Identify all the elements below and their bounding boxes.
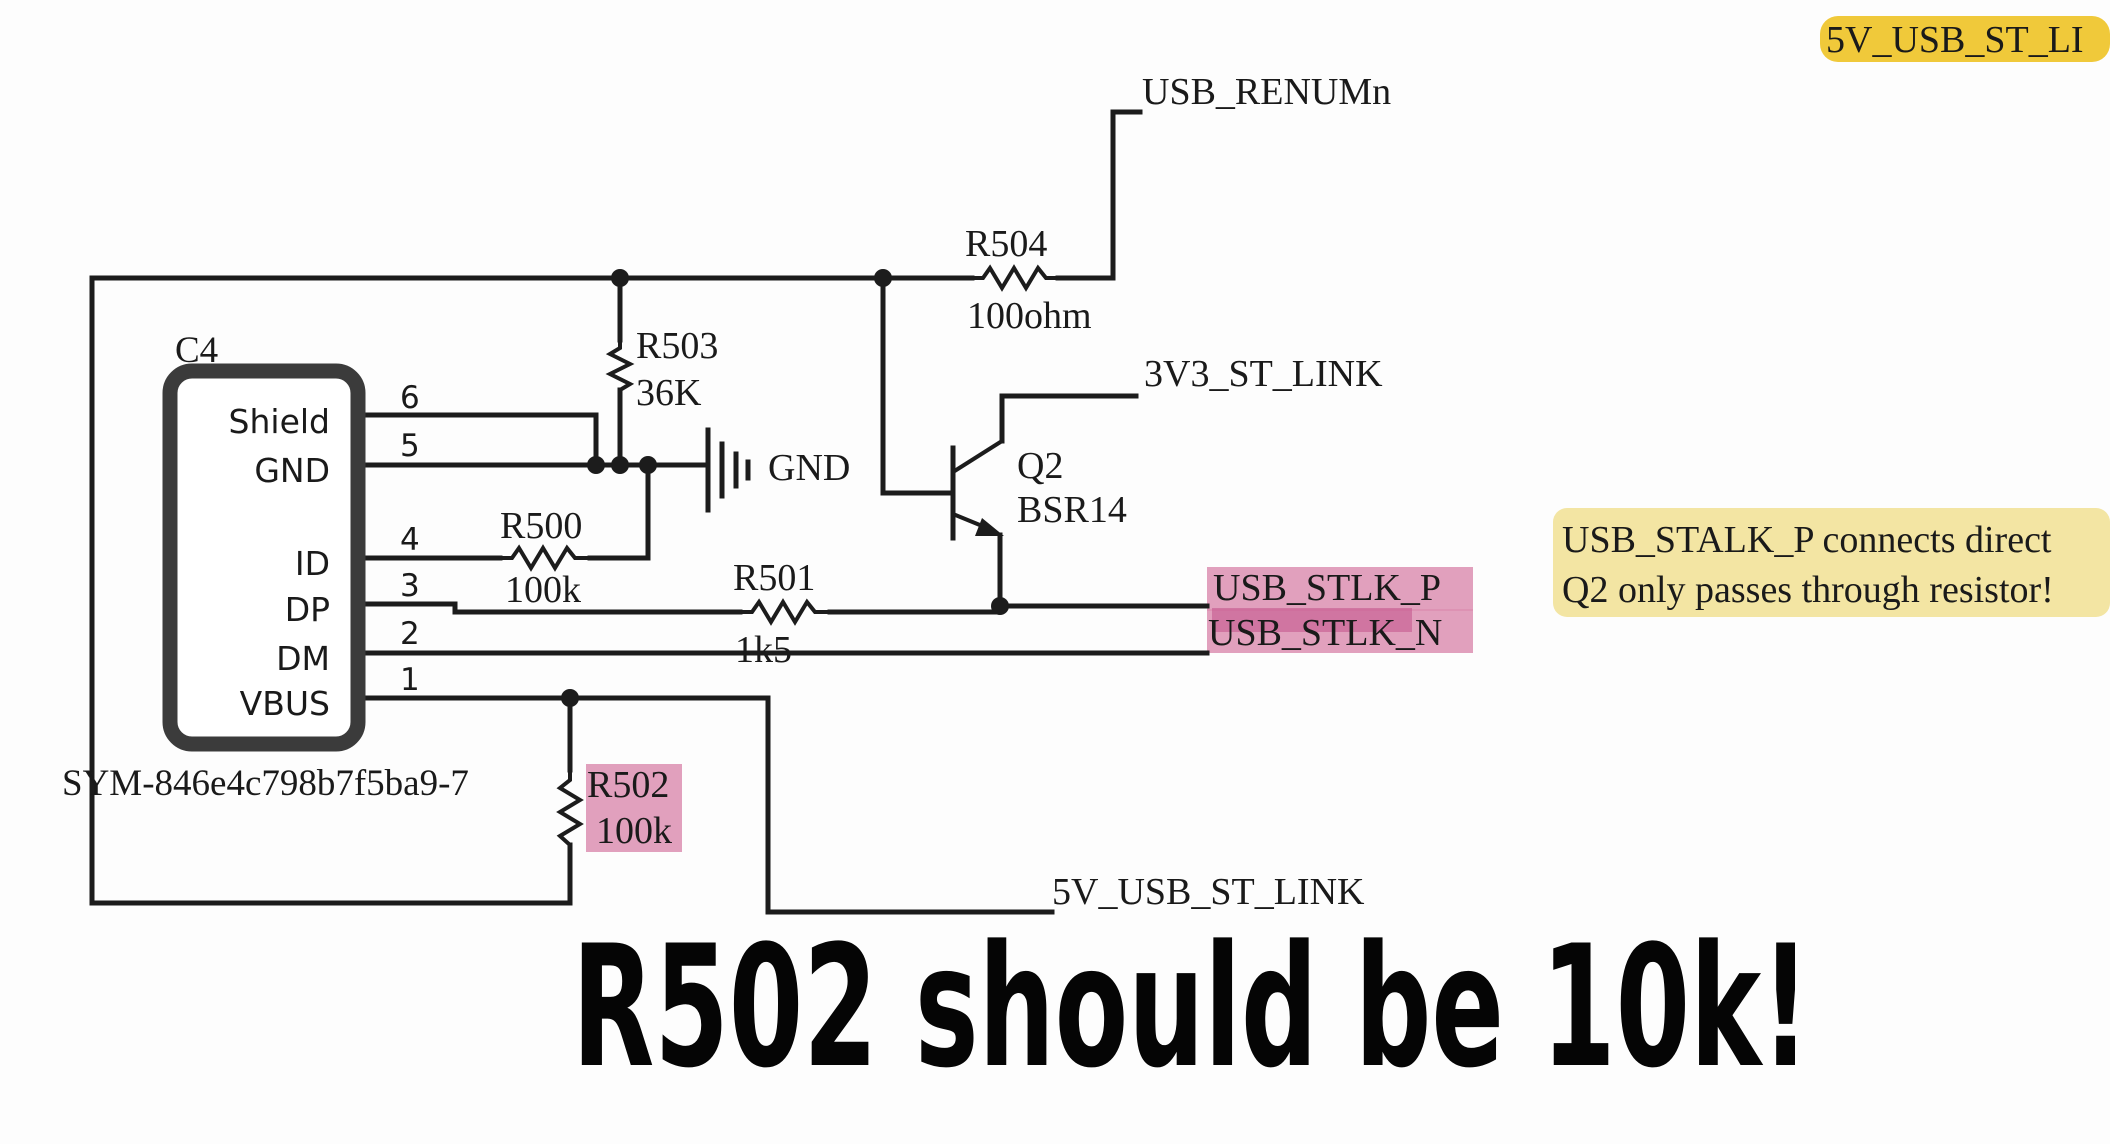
r504-value: 100ohm xyxy=(967,295,1092,337)
headline-callout: R502 should be 10k! xyxy=(572,909,1810,1105)
r500-value: 100k xyxy=(505,569,581,611)
highlight-5v-top xyxy=(1820,16,2110,62)
q2-ref: Q2 xyxy=(1017,445,1063,487)
r503-ref: R503 xyxy=(636,325,718,367)
resistor-r500-symbol xyxy=(500,544,590,572)
pin-label-dp: DP xyxy=(285,590,330,629)
highlight-r502 xyxy=(586,764,682,852)
pin-number-6: 6 xyxy=(400,380,420,416)
r500-ref: R500 xyxy=(500,505,582,547)
resistor-r503-symbol xyxy=(605,340,635,392)
transistor-q2-symbol xyxy=(950,439,1004,541)
highlight-usb-stlk-p xyxy=(1207,567,1473,611)
net-gnd: GND xyxy=(768,447,850,489)
pin-label-gnd: GND xyxy=(254,451,330,490)
resistors xyxy=(500,264,1058,847)
net-usb-stlk-n: USB_STLK_N xyxy=(1208,612,1442,654)
pin-number-1: 1 xyxy=(400,662,420,698)
note-line-2: Q2 only passes through resistor! xyxy=(1562,569,2054,611)
net-usb-stlk-p: USB_STLK_P xyxy=(1213,567,1441,609)
highlight-usb-stlk-n-overlap xyxy=(1212,608,1412,632)
pin-label-shield: Shield xyxy=(229,402,330,441)
net-5v-usb-st-link-top: 5V_USB_ST_LI xyxy=(1826,19,2084,61)
pin-number-2: 2 xyxy=(400,616,420,652)
labels: C4 Shield GND ID DP DM VBUS 6 5 4 3 2 1 … xyxy=(62,19,2084,913)
pin-label-vbus: VBUS xyxy=(240,684,330,723)
note-line-1: USB_STALK_P connects direct xyxy=(1562,519,2052,561)
pin-number-5: 5 xyxy=(400,428,420,464)
r502-ref: R502 xyxy=(587,764,669,806)
r503-value: 36K xyxy=(636,372,702,414)
net-5v-usb-st-link: 5V_USB_ST_LINK xyxy=(1052,871,1365,913)
highlight-note xyxy=(1553,508,2110,617)
pin-label-dm: DM xyxy=(276,639,330,678)
r501-value: 1k5 xyxy=(735,629,792,671)
r502-value: 100k xyxy=(596,810,672,852)
net-3v3-st-link: 3V3_ST_LINK xyxy=(1144,353,1383,395)
pin-number-4: 4 xyxy=(400,522,420,558)
junctions xyxy=(561,269,1009,707)
resistor-r501-symbol xyxy=(740,598,830,626)
resistor-r504-symbol xyxy=(972,264,1058,292)
pin-label-id: ID xyxy=(295,544,330,583)
r501-ref: R501 xyxy=(733,557,815,599)
net-usb-renum: USB_RENUMn xyxy=(1142,71,1391,113)
resistor-r502-symbol xyxy=(556,770,584,847)
pin-number-3: 3 xyxy=(400,568,420,604)
r504-ref: R504 xyxy=(965,223,1047,265)
connector-part-number: SYM-846e4c798b7f5ba9-7 xyxy=(62,763,469,804)
connector-body xyxy=(162,363,366,752)
q2-value: BSR14 xyxy=(1017,489,1127,531)
highlights xyxy=(586,16,2110,852)
connector-ref: C4 xyxy=(175,330,218,371)
